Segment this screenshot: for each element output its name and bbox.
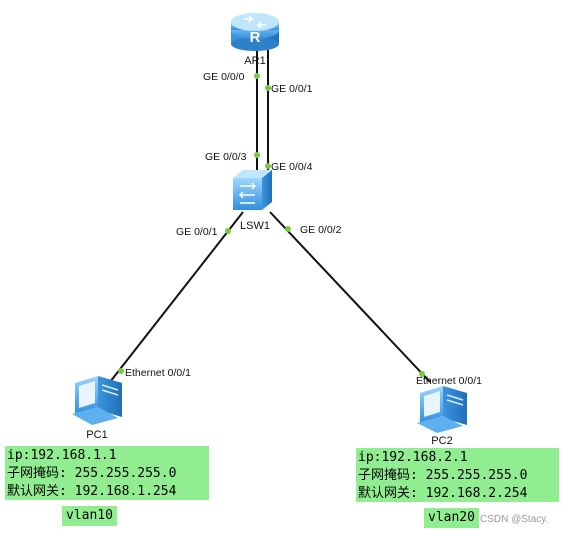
pc2-gateway: 默认网关: 192.168.2.254 <box>358 486 528 501</box>
port-label-lsw1-ge003: GE 0/0/3 <box>205 151 247 163</box>
pc2-ip: ip:192.168.2.1 <box>358 450 468 465</box>
pc-icon[interactable] <box>417 386 467 433</box>
port-dot <box>118 368 124 374</box>
port-dot <box>254 152 260 158</box>
port-label-lsw1-ge004: GE 0/0/4 <box>271 161 313 173</box>
port-label-pc2-eth: Ethernet 0/0/1 <box>416 375 482 387</box>
port-label-lsw1-ge001: GE 0/0/1 <box>176 226 218 238</box>
port-label-ar1-ge000: GE 0/0/0 <box>203 71 245 83</box>
router-icon[interactable]: R <box>231 13 279 51</box>
svg-text:R: R <box>250 29 261 46</box>
pc1-gateway: 默认网关: 192.168.1.254 <box>7 484 177 499</box>
pc2-label: PC2 <box>431 435 452 447</box>
pc1-subnet-mask: 子网掩码: 255.255.255.0 <box>7 466 177 481</box>
pc1-ip: ip:192.168.1.1 <box>7 448 117 463</box>
router-label: AR1 <box>244 55 265 67</box>
pc2-subnet-mask: 子网掩码: 255.255.255.0 <box>358 468 528 483</box>
port-dot <box>419 371 425 377</box>
switch-icon[interactable] <box>233 170 272 210</box>
port-dot <box>225 228 231 234</box>
port-label-pc1-eth: Ethernet 0/0/1 <box>125 367 191 379</box>
switch-label: LSW1 <box>240 220 270 232</box>
pc1-vlan-tag: vlan10 <box>62 506 117 526</box>
port-dot <box>285 226 291 232</box>
port-dot <box>265 163 271 169</box>
link-lsw1-pc2 <box>269 211 431 383</box>
port-dot <box>254 73 260 79</box>
pc2-ip-config: ip:192.168.2.1 子网掩码: 255.255.255.0 默认网关:… <box>356 448 559 502</box>
port-label-lsw1-ge002: GE 0/0/2 <box>300 224 342 236</box>
pc1-ip-config: ip:192.168.1.1 子网掩码: 255.255.255.0 默认网关:… <box>5 446 209 500</box>
port-dot <box>265 85 271 91</box>
pc2-vlan-tag: vlan20 <box>424 508 479 528</box>
pc-icon[interactable] <box>72 376 122 425</box>
link-lsw1-pc1 <box>109 211 244 383</box>
pc1-label: PC1 <box>86 429 107 441</box>
port-label-ar1-ge001: GE 0/0/1 <box>271 83 313 95</box>
watermark: CSDN @Stacy. <box>480 514 549 525</box>
